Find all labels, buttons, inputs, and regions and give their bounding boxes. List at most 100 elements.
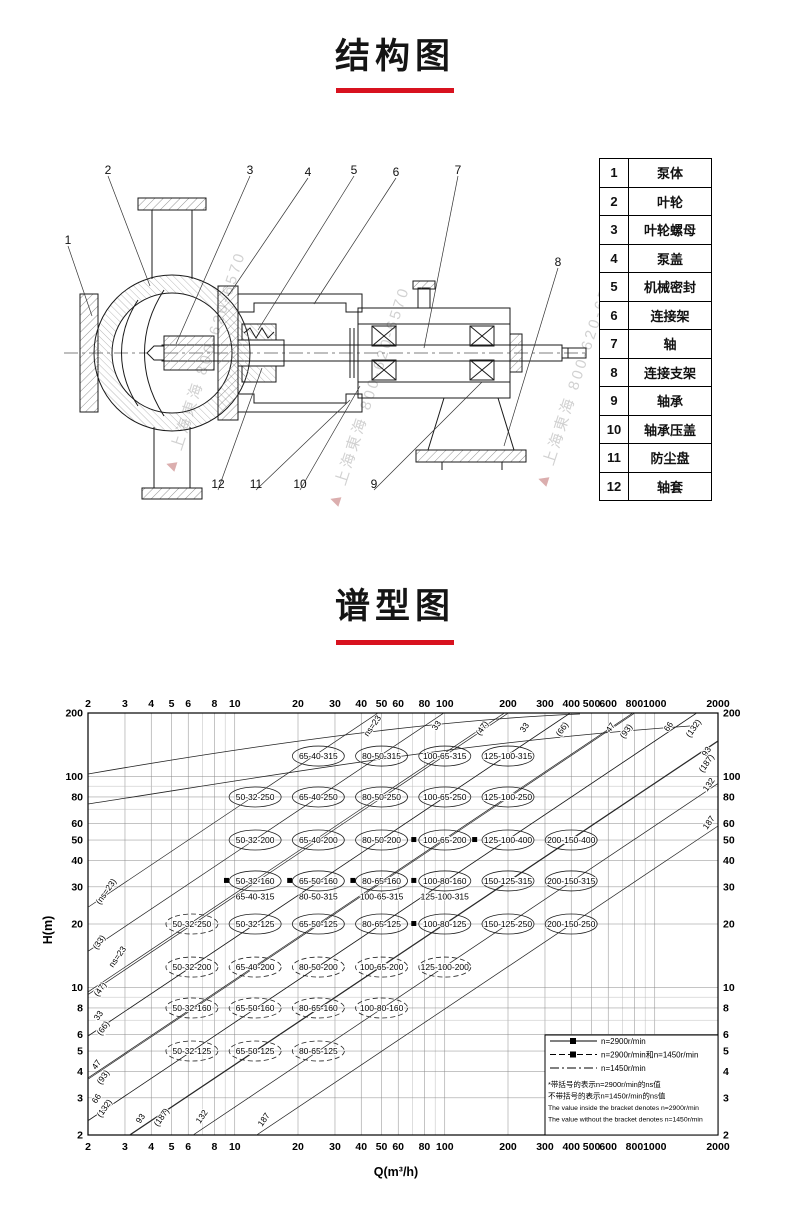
ns-label: (ns=23) bbox=[93, 876, 118, 906]
model-label: 80-50-315 bbox=[299, 891, 338, 901]
duty-point-marker bbox=[287, 877, 293, 883]
svg-text:60: 60 bbox=[723, 818, 735, 830]
model-label: 50-32-250 bbox=[173, 919, 212, 929]
legend-label: n=1450r/min bbox=[601, 1064, 646, 1073]
callout-number: 1 bbox=[65, 233, 72, 247]
callout-number: 3 bbox=[247, 163, 254, 177]
model-label: 50-32-200 bbox=[173, 962, 212, 972]
model-label: 80-50-200 bbox=[362, 835, 401, 845]
model-label: 50-32-125 bbox=[173, 1046, 212, 1056]
model-label: 100-80-160 bbox=[423, 876, 467, 886]
svg-text:30: 30 bbox=[329, 698, 341, 710]
svg-text:2: 2 bbox=[85, 698, 91, 710]
spectrum-title: 谱型图 bbox=[334, 587, 455, 626]
part-name: 轴 bbox=[628, 329, 712, 359]
part-number: 7 bbox=[599, 329, 629, 359]
ns-label: 66 bbox=[661, 719, 675, 733]
model-label: 65-50-125 bbox=[299, 919, 338, 929]
svg-text:100: 100 bbox=[723, 771, 741, 783]
part-name: 泵体 bbox=[628, 158, 712, 188]
svg-text:2: 2 bbox=[77, 1130, 83, 1142]
mechanical-seal-bottom bbox=[241, 365, 277, 383]
part-number: 9 bbox=[599, 386, 629, 416]
structure-title: 结构图 bbox=[334, 37, 455, 76]
svg-text:30: 30 bbox=[71, 881, 83, 893]
callout-number: 4 bbox=[305, 165, 312, 179]
svg-text:3: 3 bbox=[77, 1092, 83, 1104]
model-cells-dashed bbox=[165, 913, 472, 1062]
callout-number: 6 bbox=[393, 165, 400, 179]
callout-number: 2 bbox=[105, 163, 112, 177]
part-name: 机械密封 bbox=[628, 272, 712, 302]
part-number: 8 bbox=[599, 357, 629, 387]
bearing-left bbox=[371, 325, 397, 381]
support-base bbox=[415, 449, 527, 463]
svg-text:50: 50 bbox=[376, 1141, 388, 1153]
svg-text:600: 600 bbox=[599, 1141, 617, 1153]
bearing-right bbox=[469, 325, 495, 381]
part-name: 连接架 bbox=[628, 300, 712, 330]
svg-text:2000: 2000 bbox=[706, 1141, 730, 1153]
svg-text:100: 100 bbox=[65, 771, 83, 783]
svg-text:400: 400 bbox=[562, 1141, 580, 1153]
model-label: 200-150-315 bbox=[547, 876, 595, 886]
svg-text:5: 5 bbox=[723, 1046, 729, 1058]
model-label: 65-40-315 bbox=[299, 751, 338, 761]
ns-label: 33 bbox=[429, 718, 443, 732]
model-label: 150-125-250 bbox=[484, 919, 532, 929]
svg-text:3: 3 bbox=[122, 698, 128, 710]
svg-text:80: 80 bbox=[723, 791, 735, 803]
svg-text:60: 60 bbox=[392, 1141, 404, 1153]
svg-text:2000: 2000 bbox=[706, 698, 730, 710]
legend-note: The value inside the bracket denotes n=2… bbox=[548, 1105, 699, 1112]
svg-text:200: 200 bbox=[65, 708, 83, 720]
svg-text:3: 3 bbox=[723, 1092, 729, 1104]
chart-legend: n=2900r/minn=2900r/min和n=1450r/minn=1450… bbox=[544, 1034, 719, 1136]
part-number: 5 bbox=[599, 272, 629, 302]
model-label: 125-100-315 bbox=[421, 891, 469, 901]
model-label: 125-100-400 bbox=[484, 835, 532, 845]
svg-text:4: 4 bbox=[723, 1066, 729, 1078]
part-name: 轴承压盖 bbox=[628, 414, 712, 444]
model-label: 200-150-250 bbox=[547, 919, 595, 929]
svg-text:10: 10 bbox=[723, 982, 735, 994]
svg-text:50: 50 bbox=[376, 698, 388, 710]
svg-text:8: 8 bbox=[212, 698, 218, 710]
part-number: 6 bbox=[599, 300, 629, 330]
svg-text:2: 2 bbox=[85, 1141, 91, 1153]
legend-note: *带括号的表示n=2900r/min的ns值 bbox=[548, 1079, 661, 1089]
svg-text:8: 8 bbox=[77, 1002, 83, 1014]
svg-text:300: 300 bbox=[536, 1141, 554, 1153]
svg-text:5: 5 bbox=[77, 1046, 83, 1058]
model-label: 65-50-160 bbox=[299, 876, 338, 886]
legend-label: n=2900r/min和n=1450r/min bbox=[601, 1051, 698, 1060]
pump-cover bbox=[217, 285, 239, 421]
model-label: 100-65-250 bbox=[423, 792, 467, 802]
duty-point-marker bbox=[223, 877, 229, 883]
svg-text:5: 5 bbox=[169, 698, 175, 710]
svg-text:8: 8 bbox=[212, 1141, 218, 1153]
svg-text:6: 6 bbox=[185, 1141, 191, 1153]
ns-label: ns=23 bbox=[361, 713, 383, 738]
part-name: 防尘盘 bbox=[628, 443, 712, 473]
breather bbox=[417, 287, 431, 309]
spectrum-title-underline bbox=[336, 640, 454, 645]
svg-text:300: 300 bbox=[536, 698, 554, 710]
svg-text:4: 4 bbox=[148, 698, 154, 710]
svg-text:50: 50 bbox=[71, 835, 83, 847]
callout-number: 7 bbox=[455, 163, 462, 177]
model-label: 100-65-200 bbox=[423, 835, 467, 845]
svg-text:100: 100 bbox=[436, 698, 454, 710]
model-label: 50-32-160 bbox=[173, 1003, 212, 1013]
svg-text:30: 30 bbox=[329, 1141, 341, 1153]
